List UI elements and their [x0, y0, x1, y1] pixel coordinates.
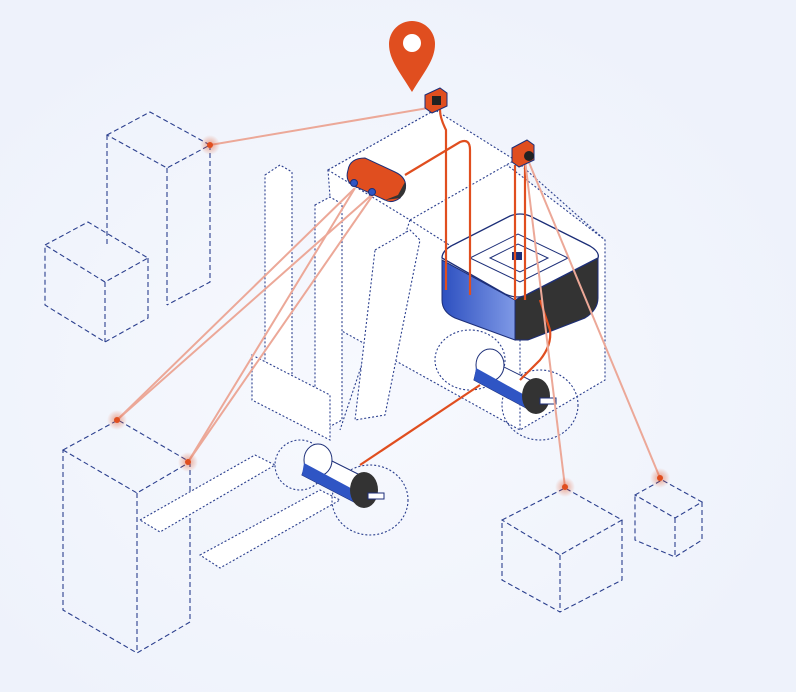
cargo-box-bottom-right	[500, 487, 624, 613]
motor-icon	[473, 348, 557, 414]
motor-icon	[301, 443, 385, 508]
cargo-box-left-tall	[105, 111, 212, 306]
cargo-box-left-small	[43, 221, 150, 343]
lidar-sensor-icon	[424, 87, 448, 114]
stereo-camera-icon	[346, 157, 406, 203]
sensor-rays	[116, 107, 661, 488]
location-pin-icon	[389, 21, 435, 92]
proximity-sensor-icon	[511, 139, 535, 168]
target-points	[107, 135, 670, 497]
